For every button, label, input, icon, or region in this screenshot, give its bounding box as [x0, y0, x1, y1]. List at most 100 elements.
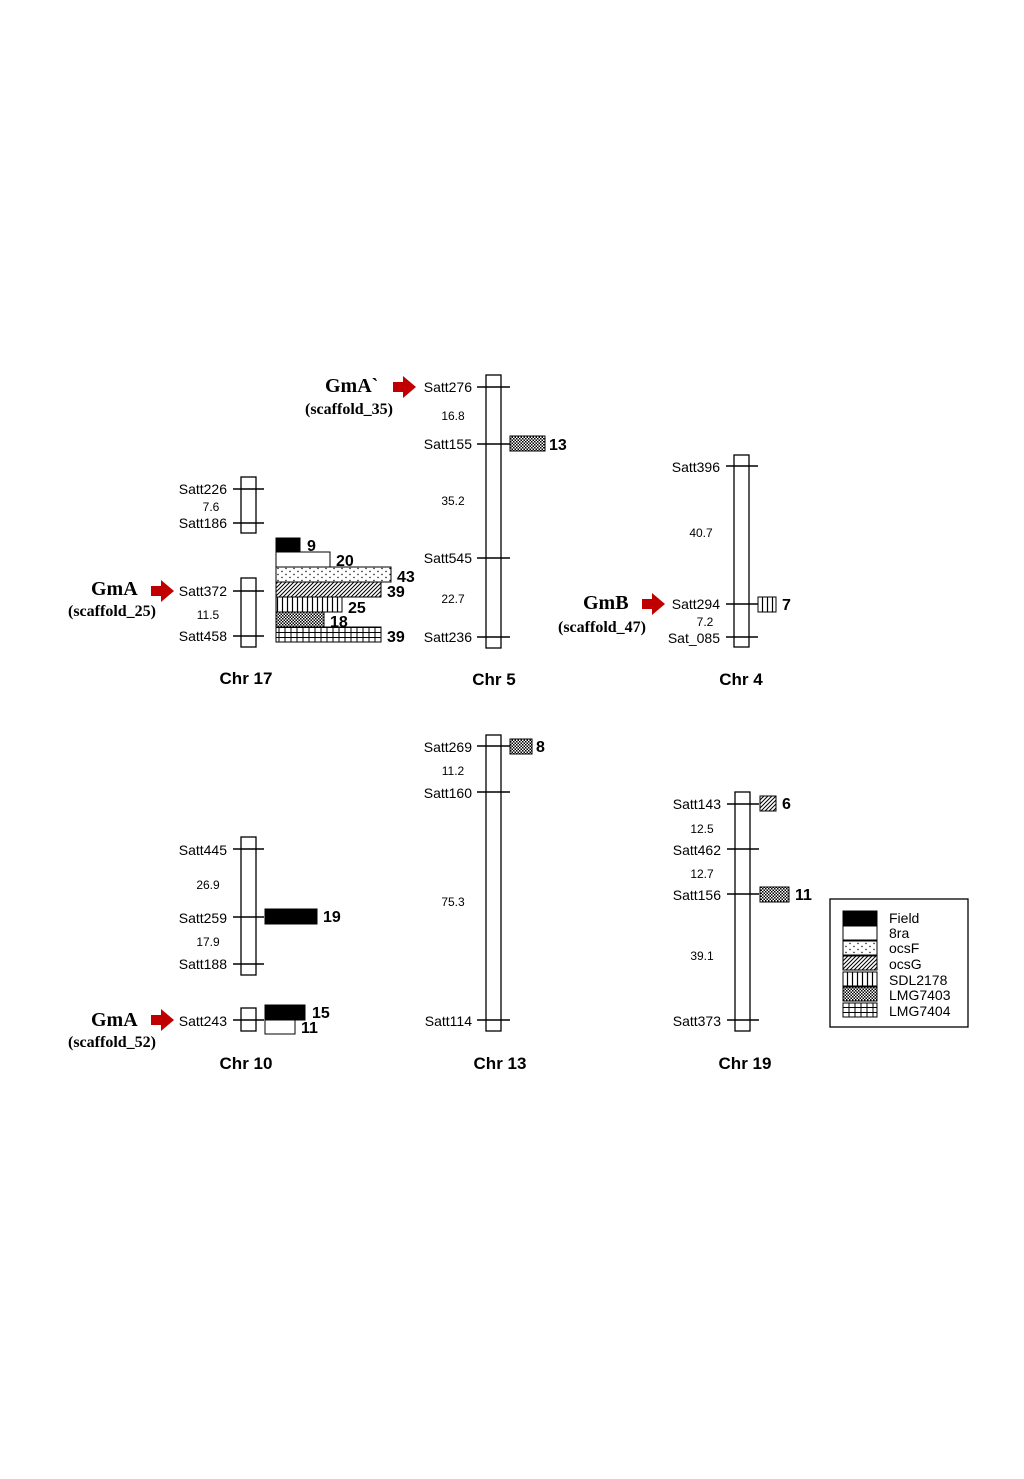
marker-label: Satt545: [424, 550, 472, 566]
qtl-value: 18: [330, 614, 348, 631]
distance-label: 12.5: [690, 822, 714, 836]
legend: Field 8ra ocsF ocsG SDL2178 LMG7403 LMG7…: [829, 898, 969, 1028]
marker-label: Satt143: [673, 796, 721, 812]
qtl-bar-field: [264, 1004, 306, 1021]
distance-label: 17.9: [196, 935, 220, 949]
marker-label: Satt373: [673, 1013, 721, 1029]
qtl-value: 19: [323, 909, 341, 926]
marker-label: Satt243: [179, 1013, 227, 1029]
legend-label: 8ra: [889, 925, 909, 941]
chromosome-name: Chr 19: [719, 1054, 772, 1073]
marker-label: Satt269: [424, 739, 472, 755]
gene-arrow-icon: [151, 580, 174, 602]
qtl-bar-8ra: [275, 551, 331, 568]
marker-label: Satt372: [179, 583, 227, 599]
chromosome-segment: [485, 734, 502, 1032]
gene-label: GmA: [91, 578, 138, 600]
qtl-bar-lmg7403: [275, 611, 325, 628]
qtl-value: 6: [782, 796, 791, 813]
distance-label: 75.3: [441, 895, 465, 909]
qtl-bar-lmg7403: [759, 886, 790, 903]
legend-swatch-lmg7403: [842, 986, 878, 1002]
marker-label: Satt155: [424, 436, 472, 452]
qtl-value: 15: [312, 1005, 330, 1022]
chromosome-name: Chr 13: [474, 1054, 527, 1073]
scaffold-label: (scaffold_35): [305, 401, 393, 418]
qtl-value: 7: [782, 597, 791, 614]
qtl-value: 8: [536, 739, 545, 756]
gene-arrow-icon: [642, 593, 665, 615]
legend-swatch-lmg7404: [842, 1002, 878, 1018]
qtl-bar-lmg7404: [275, 626, 382, 643]
qtl-value: 11: [795, 887, 812, 904]
marker-label: Satt226: [179, 481, 227, 497]
distance-label: 11.5: [197, 608, 220, 622]
marker-label: Satt276: [424, 379, 472, 395]
legend-label: ocsF: [889, 940, 919, 956]
qtl-value: 25: [348, 600, 366, 617]
legend-swatch-ocsg: [842, 955, 878, 971]
gene-label: GmA: [91, 1009, 138, 1031]
chromosome-segment: [485, 374, 502, 649]
chromosome-segment: [733, 454, 750, 648]
marker-label: Satt445: [179, 842, 227, 858]
qtl-bar-ocsg: [275, 581, 382, 598]
marker-label: Satt294: [672, 596, 720, 612]
chromosome-name: Chr 10: [220, 1054, 273, 1073]
scaffold-label: (scaffold_47): [558, 619, 646, 636]
marker-label: Satt160: [424, 785, 472, 801]
chromosome-chr4: Satt396 40.7 Satt294 7.2 Sat_085 7 GmB (…: [558, 454, 791, 689]
legend-swatch-sdl2178: [842, 971, 878, 987]
distance-label: 40.7: [689, 526, 713, 540]
distance-label: 7.2: [697, 615, 714, 629]
marker-label: Satt156: [673, 887, 721, 903]
chromosome-segment: [240, 577, 257, 648]
distance-label: 35.2: [441, 494, 465, 508]
gene-arrow-icon: [393, 376, 416, 398]
qtl-value: 39: [387, 584, 405, 601]
qtl-bar-lmg7403: [509, 435, 546, 452]
distance-label: 12.7: [690, 867, 714, 881]
marker-label: Satt462: [673, 842, 721, 858]
chromosome-segment: [734, 791, 751, 1032]
marker-label: Satt188: [179, 956, 227, 972]
distance-label: 39.1: [690, 949, 714, 963]
legend-label: LMG7403: [889, 987, 951, 1003]
chromosome-segment: [240, 476, 257, 534]
distance-label: 22.7: [441, 592, 465, 606]
distance-label: 26.9: [196, 878, 220, 892]
marker-label: Satt396: [672, 459, 720, 475]
qtl-value: 20: [336, 553, 354, 570]
marker-label: Sat_085: [668, 630, 720, 646]
scaffold-label: (scaffold_52): [68, 1034, 156, 1051]
chromosome-chr17: Satt226 7.6 Satt186 Satt372 11.5 Satt458…: [68, 476, 415, 688]
legend-label: ocsG: [889, 956, 922, 972]
distance-label: 16.8: [441, 409, 465, 423]
legend-swatch-8ra: [842, 925, 878, 941]
marker-label: Satt114: [425, 1013, 472, 1029]
legend-label: SDL2178: [889, 972, 948, 988]
marker-label: Satt259: [179, 910, 227, 926]
qtl-value: 13: [549, 437, 567, 454]
qtl-bar-sdl2178: [757, 596, 777, 613]
qtl-bar-lmg7403: [509, 738, 533, 755]
legend-swatch-field: [842, 910, 878, 926]
chromosome-chr13: Satt269 11.2 Satt160 75.3 Satt114 8 Chr …: [424, 734, 545, 1073]
qtl-value: 43: [397, 569, 415, 586]
qtl-bar-8ra: [264, 1019, 296, 1035]
qtl-value: 9: [307, 538, 316, 555]
marker-label: Satt458: [179, 628, 227, 644]
chromosome-chr19: Satt143 12.5 Satt462 12.7 Satt156 39.1 S…: [673, 791, 812, 1073]
qtl-value: 39: [387, 629, 405, 646]
qtl-bar-sdl2178: [275, 596, 343, 613]
legend-swatch-ocsf: [842, 940, 878, 956]
chromosome-chr10: Satt445 26.9 Satt259 17.9 Satt188 Satt24…: [68, 836, 341, 1073]
gene-label: GmB: [583, 592, 629, 614]
distance-label: 7.6: [203, 500, 220, 514]
qtl-bar-ocsg: [759, 795, 777, 812]
chromosome-name: Chr 4: [719, 670, 763, 689]
qtl-bar-field: [275, 537, 301, 553]
marker-label: Satt236: [424, 629, 472, 645]
chromosome-segment: [240, 836, 257, 976]
